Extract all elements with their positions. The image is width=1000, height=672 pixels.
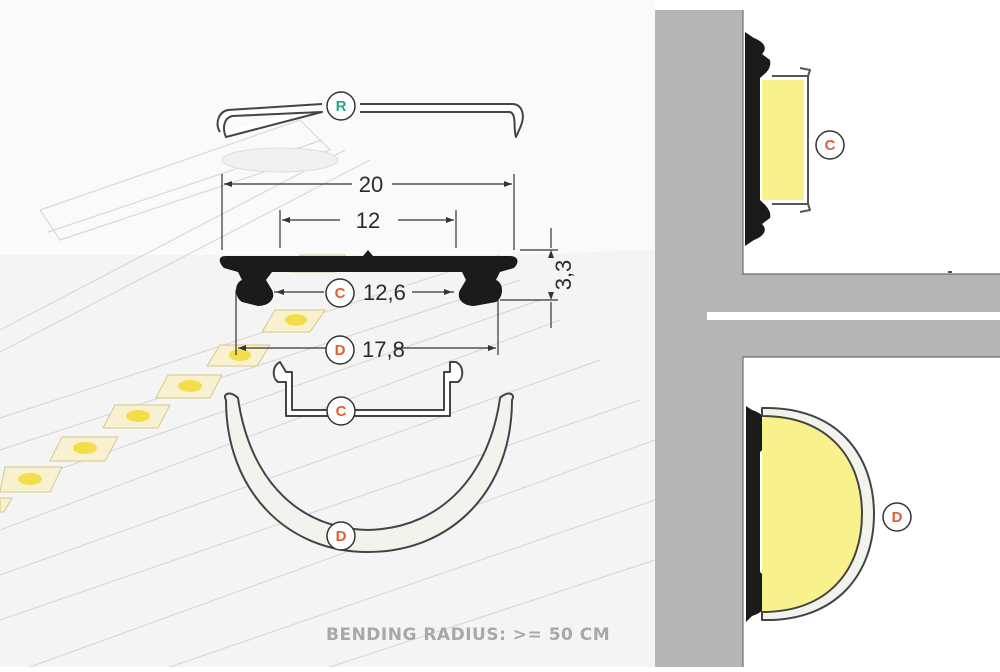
badge-d-side-letter: D bbox=[892, 509, 903, 526]
badge-d-dimension: D bbox=[325, 335, 355, 365]
side-profile-d bbox=[746, 406, 875, 622]
led-chip bbox=[0, 497, 13, 513]
cover-d bbox=[224, 392, 514, 553]
side-profile-c bbox=[745, 32, 811, 246]
led-chip bbox=[155, 374, 223, 399]
dimension-height: 3,3 bbox=[551, 260, 576, 291]
cover-c bbox=[272, 361, 464, 417]
badge-c-dimension-letter: C bbox=[335, 285, 346, 302]
perspective-background bbox=[0, 119, 656, 668]
led-chip bbox=[49, 436, 119, 462]
aluminium-profile bbox=[219, 250, 518, 306]
badge-c-side: C bbox=[815, 130, 845, 160]
led-chip bbox=[261, 309, 326, 333]
badge-d-side: D bbox=[882, 502, 912, 532]
badge-c-side-letter: C bbox=[825, 137, 836, 154]
led-strip bbox=[0, 254, 346, 513]
badge-d-dimension-letter: D bbox=[335, 342, 346, 359]
badge-r: R bbox=[326, 91, 356, 121]
badge-r-letter: R bbox=[336, 98, 347, 115]
led-chip bbox=[206, 344, 271, 367]
dimension-width-inner: 12 bbox=[356, 208, 380, 233]
bending-radius-note: BENDING RADIUS: >= 50 CM bbox=[326, 625, 610, 645]
cover-r bbox=[216, 103, 524, 138]
dimension-cover-d-width: 17,8 bbox=[362, 337, 405, 362]
badge-c-cover-letter: C bbox=[336, 403, 347, 420]
badge-d-cover-letter: D bbox=[336, 528, 347, 545]
dimension-cover-c-width: 12,6 bbox=[363, 280, 406, 305]
led-chip bbox=[102, 404, 171, 429]
badge-c-cover: C bbox=[326, 396, 356, 426]
badge-c-dimension: C bbox=[325, 278, 355, 308]
dimension-lines bbox=[221, 174, 558, 355]
dimension-width-total: 20 bbox=[359, 172, 383, 197]
led-chip bbox=[0, 466, 63, 493]
badge-d-cover: D bbox=[326, 521, 356, 551]
dimension-arrows bbox=[224, 181, 554, 351]
